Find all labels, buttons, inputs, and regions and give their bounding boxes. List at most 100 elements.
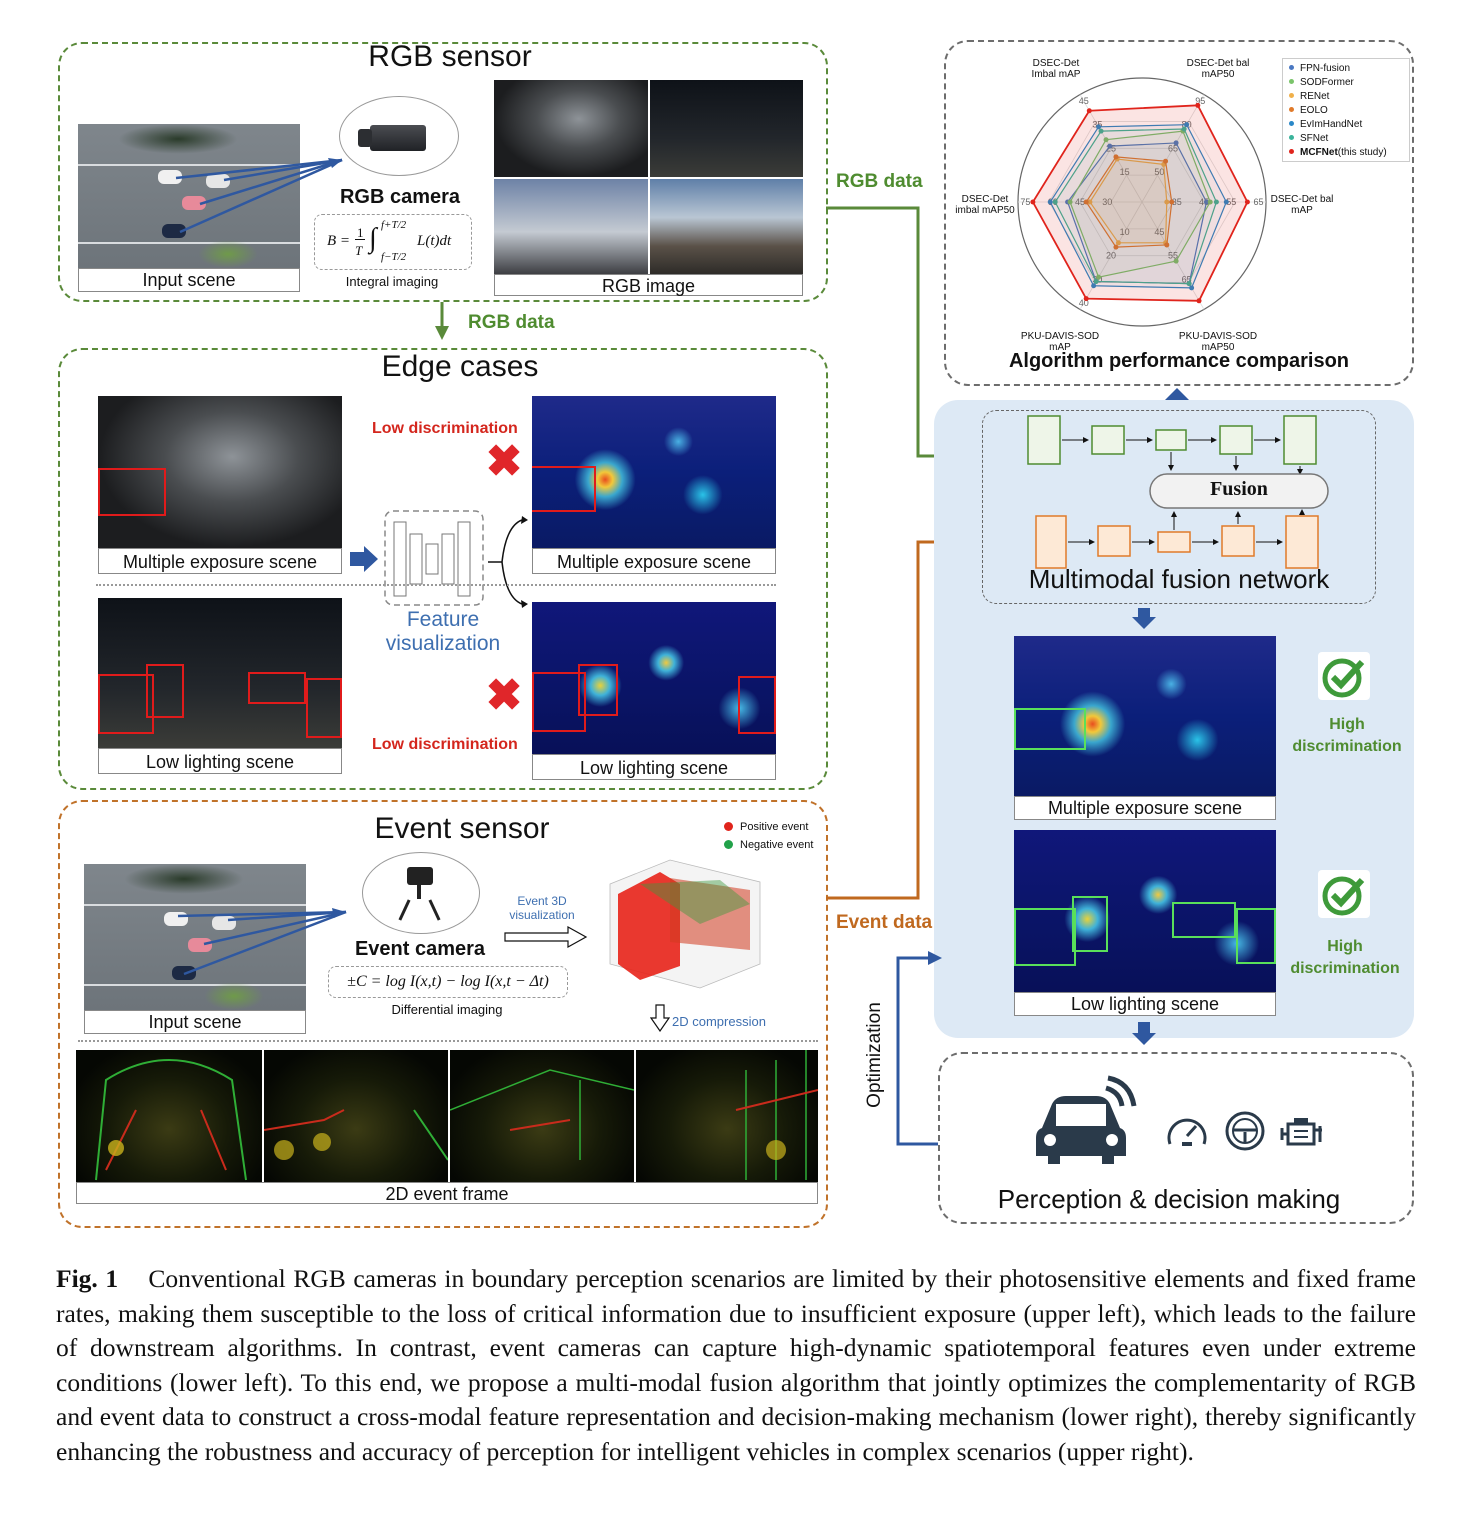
edge-cases-title: Edge cases bbox=[381, 350, 539, 383]
low-discrimination-label-1: Low discrimination bbox=[372, 420, 518, 437]
event-camera-icon bbox=[362, 852, 480, 934]
differential-formula-box: ±C = log I(x,t) − log I(x,t − Δt) bbox=[328, 966, 568, 998]
high-disc-1-line2: discrimination bbox=[1292, 738, 1402, 755]
radar-tick-3-1: 55 bbox=[1168, 251, 1178, 261]
high-disc-2-line2: discrimination bbox=[1290, 960, 1400, 977]
rgb-image-street bbox=[650, 179, 803, 275]
radar-point-sfnet-1 bbox=[1181, 126, 1187, 132]
radar-tick-2-3: 65 bbox=[1254, 197, 1264, 207]
low-discrimination-label-2: Low discrimination bbox=[372, 736, 518, 753]
fusion-network-box bbox=[982, 410, 1376, 604]
event-data-label: Event data bbox=[836, 912, 933, 933]
radar-tick-4-0: 10 bbox=[1120, 227, 1130, 237]
radar-legend-item: FPN-fusion bbox=[1287, 62, 1405, 76]
edge-multi-exposure-heatmap bbox=[532, 396, 776, 548]
radar-point-evimhandnet-4 bbox=[1091, 283, 1097, 289]
radar-axis-label-2-line1: DSEC-Det bal bbox=[1270, 194, 1334, 205]
radar-axis-label-5-line1: DSEC-Det bbox=[961, 194, 1009, 205]
radar-panel bbox=[944, 40, 1414, 386]
radar-legend-dot bbox=[1289, 149, 1294, 154]
radar-point-sodformer-2 bbox=[1207, 199, 1213, 205]
radar-point-renet-5 bbox=[1087, 199, 1093, 205]
radar-point-renet-2 bbox=[1164, 199, 1170, 205]
event-3d-plot bbox=[600, 854, 770, 994]
event-3d-vis-line2: visualization bbox=[509, 908, 575, 922]
fusion-label: Fusion bbox=[1210, 478, 1268, 500]
radar-tick-5-3: 75 bbox=[1020, 197, 1030, 207]
event-camera-label: Event camera bbox=[354, 938, 486, 960]
radar-point-eolo-1 bbox=[1163, 158, 1169, 164]
radar-point-mcfnet-3 bbox=[1196, 298, 1202, 304]
integral-imaging-label: Integral imaging bbox=[345, 274, 439, 289]
radar-axis-label-3-line1: PKU-DAVIS-SOD bbox=[1178, 331, 1258, 342]
radar-legend-dot bbox=[1289, 65, 1294, 70]
radar-chart: 1525354550658095354555654555651020304030… bbox=[1017, 77, 1267, 327]
radar-point-renet-4 bbox=[1115, 240, 1121, 246]
radar-legend-name: MCFNet bbox=[1300, 147, 1338, 158]
car-signal-icon bbox=[1036, 1075, 1137, 1164]
legend-positive-dot bbox=[724, 822, 733, 831]
radar-point-eolo-5 bbox=[1083, 199, 1089, 205]
radar-tick-1-1: 65 bbox=[1168, 143, 1178, 153]
radar-tick-3-0: 45 bbox=[1154, 227, 1164, 237]
radar-tick-4-3: 40 bbox=[1079, 298, 1089, 308]
fusion-down-arrow-2-head bbox=[1132, 1033, 1156, 1045]
radar-point-sodformer-3 bbox=[1173, 258, 1179, 264]
feature-visualization-line1: Feature bbox=[406, 608, 480, 631]
radar-axis-label-5-line2: imbal mAP50 bbox=[955, 205, 1015, 216]
radar-axis-label-0-line2: Imbal mAP bbox=[1031, 69, 1081, 80]
differential-imaging-label: Differential imaging bbox=[391, 1002, 503, 1017]
legend-positive-label: Positive event bbox=[740, 821, 809, 833]
radar-legend-item: RENet bbox=[1287, 90, 1405, 104]
event-frame-3 bbox=[450, 1050, 634, 1182]
radar-point-evimhandnet-2 bbox=[1223, 199, 1229, 205]
rgb-camera-rays bbox=[175, 158, 343, 234]
radar-point-mcfnet-4 bbox=[1083, 296, 1089, 302]
radar-legend-item: EOLO bbox=[1287, 104, 1405, 118]
radar-point-sfnet-0 bbox=[1098, 128, 1104, 134]
radar-tick-0-3: 45 bbox=[1079, 96, 1089, 106]
radar-legend-suffix: (this study) bbox=[1337, 147, 1387, 158]
optimization-label: Optimization bbox=[864, 1002, 885, 1108]
radar-point-eolo-4 bbox=[1113, 244, 1119, 250]
radar-legend-dot bbox=[1289, 93, 1294, 98]
radar-tick-5-1: 45 bbox=[1075, 197, 1085, 207]
event-dotted-divider bbox=[78, 1040, 818, 1042]
radar-legend-name: EvImHandNet bbox=[1300, 119, 1363, 130]
compression-down-arrow bbox=[650, 1004, 670, 1032]
radar-legend-dot bbox=[1289, 121, 1294, 126]
rgb-image-tunnel bbox=[494, 80, 648, 177]
radar-point-sodformer-4 bbox=[1096, 274, 1102, 280]
event-camera-rays bbox=[177, 908, 347, 976]
radar-point-sodformer-5 bbox=[1067, 199, 1073, 205]
radar-legend-name: SODFormer bbox=[1300, 77, 1354, 88]
edge-low-light-heatmap bbox=[532, 602, 776, 754]
rgb-sensor-panel bbox=[58, 42, 828, 302]
legend-negative-dot bbox=[724, 840, 733, 849]
radar-legend-item: MCFNet(this study) bbox=[1287, 146, 1405, 160]
radar-tick-2-2: 55 bbox=[1226, 197, 1236, 207]
radar-legend-name: EOLO bbox=[1300, 105, 1328, 116]
edge-low-light-image bbox=[98, 598, 342, 748]
radar-axis-label-0-line1: DSEC-Det bbox=[1032, 58, 1080, 69]
rgb-data-arrow-down bbox=[435, 302, 449, 340]
radar-point-evimhandnet-5 bbox=[1047, 199, 1053, 205]
radar-axis-label-1-line1: DSEC-Det bal bbox=[1186, 58, 1250, 69]
radar-point-evimhandnet-0 bbox=[1096, 124, 1102, 130]
radar-axis-label-2-line2: mAP bbox=[1291, 205, 1313, 216]
radar-point-fpn-fusion-0 bbox=[1107, 143, 1113, 149]
steering-wheel-icon bbox=[1225, 1111, 1265, 1151]
radar-legend-dot bbox=[1289, 135, 1294, 140]
rgb-camera-icon bbox=[339, 96, 459, 176]
rgb-sensor-title: RGB sensor bbox=[368, 40, 532, 73]
radar-point-fpn-fusion-1 bbox=[1173, 140, 1179, 146]
radar-tick-3-2: 65 bbox=[1182, 274, 1192, 284]
radar-point-mcfnet-2 bbox=[1244, 199, 1250, 205]
edge-multi-exposure-caption-right: Multiple exposure scene bbox=[532, 548, 776, 574]
edge-low-light-caption-left: Low lighting scene bbox=[98, 748, 342, 774]
radar-tick-2-0: 35 bbox=[1172, 197, 1182, 207]
event-input-scene-image bbox=[84, 864, 306, 1010]
rgb-camera-label: RGB camera bbox=[339, 186, 461, 208]
perception-label: Perception & decision making bbox=[997, 1184, 1341, 1214]
